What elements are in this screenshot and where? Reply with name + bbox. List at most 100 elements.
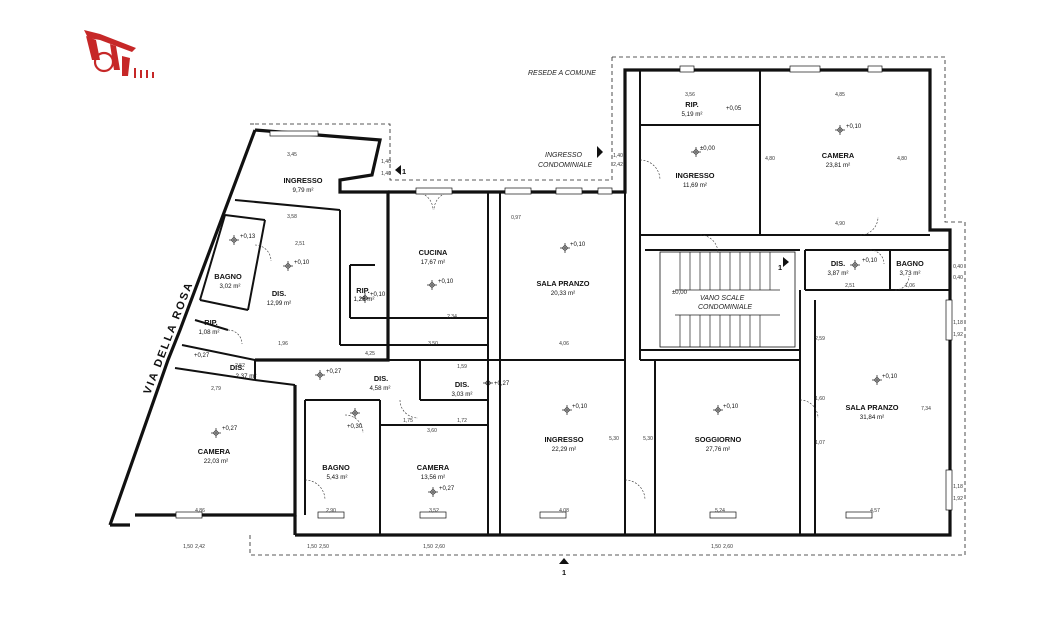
room-area: 3,02 m²: [220, 283, 241, 290]
room-area: 22,03 m²: [204, 458, 228, 465]
room-area: 31,84 m²: [860, 414, 884, 421]
svg-text:+0,10: +0,10: [570, 242, 586, 248]
room-area: 5,19 m²: [682, 111, 703, 118]
svg-text:1: 1: [402, 167, 406, 176]
svg-text:±0,00: ±0,00: [672, 290, 688, 296]
svg-text:1,50: 1,50: [307, 544, 317, 550]
svg-text:+0,10: +0,10: [882, 374, 898, 380]
svg-text:2,90: 2,90: [326, 508, 336, 514]
windows: [175, 65, 953, 519]
svg-text:1,96: 1,96: [278, 341, 288, 347]
room-area: 27,76 m²: [706, 446, 730, 453]
room-name: CUCINA: [419, 248, 448, 257]
room-name: SALA PRANZO: [845, 403, 898, 412]
svg-text:+0,10: +0,10: [723, 404, 739, 410]
note-vano-scale-1: VANO SCALE: [700, 295, 745, 302]
room-area: 3,73 m²: [900, 270, 921, 277]
room-area: 22,29 m²: [552, 446, 576, 453]
svg-text:+0,27: +0,27: [494, 381, 510, 387]
room-name: DIS.: [831, 259, 845, 268]
svg-text:0,97: 0,97: [511, 215, 521, 221]
street-name: VIA DELLA ROSA: [142, 280, 196, 396]
svg-text:1,60: 1,60: [815, 396, 825, 402]
svg-text:2,42: 2,42: [613, 162, 623, 168]
svg-text:4,80: 4,80: [765, 156, 775, 162]
entrance-arrow: [597, 146, 603, 158]
section-marker-north: 1: [395, 165, 406, 176]
svg-text:1: 1: [562, 568, 566, 577]
svg-text:7,34: 7,34: [921, 406, 931, 412]
svg-text:5,30: 5,30: [643, 436, 653, 442]
svg-text:1,07: 1,07: [815, 440, 825, 446]
svg-text:5,30: 5,30: [609, 436, 619, 442]
svg-text:+0,27: +0,27: [194, 353, 210, 359]
svg-text:2,42: 2,42: [195, 544, 205, 550]
svg-text:2,52: 2,52: [235, 363, 245, 369]
svg-text:1,59: 1,59: [457, 364, 467, 370]
room-area: 20,33 m²: [551, 290, 575, 297]
room-area: 13,56 m²: [421, 474, 445, 481]
room-name: SOGGIORNO: [695, 435, 742, 444]
room-area: 9,79 m²: [293, 187, 314, 194]
svg-text:+0,10: +0,10: [862, 258, 878, 264]
room-area: 2,37 m²: [236, 373, 257, 380]
svg-text:+0,10: +0,10: [294, 260, 310, 266]
room-name: DIS.: [230, 363, 244, 372]
room-name: SALA PRANZO: [536, 279, 589, 288]
room-name: DIS.: [455, 380, 469, 389]
svg-text:±0,00: ±0,00: [700, 146, 716, 152]
room-name: RIP.: [204, 318, 217, 327]
svg-text:1,40: 1,40: [381, 159, 391, 165]
level-values: +0,13 +0,10 +0,27 +0,27 +0,10 +0,27 +0,2…: [194, 106, 898, 492]
svg-text:2,34: 2,34: [447, 314, 457, 320]
room-name: RIP.: [356, 286, 369, 295]
note-resede: RESEDE A COMUNE: [528, 70, 596, 77]
svg-text:2,60: 2,60: [435, 544, 445, 550]
svg-text:3,52: 3,52: [429, 508, 439, 514]
room-area: 5,43 m²: [327, 474, 348, 481]
logo: [84, 30, 154, 78]
room-name: BAGNO: [214, 272, 242, 281]
svg-text:+0,30: +0,30: [347, 424, 363, 430]
room-name: INGRESSO: [675, 171, 714, 180]
room-name: DIS.: [374, 374, 388, 383]
svg-text:+0,10: +0,10: [846, 124, 862, 130]
room-area: 17,67 m²: [421, 259, 445, 266]
svg-text:3,45: 3,45: [287, 152, 297, 158]
svg-text:5,24: 5,24: [715, 508, 725, 514]
section-marker-south: 1: [559, 558, 569, 577]
dimension-labels: 3,45 3,58 2,51 2,52 1,96 2,79 4,86 3,50 …: [183, 92, 963, 550]
svg-text:3,56: 3,56: [685, 92, 695, 98]
svg-text:2,51: 2,51: [845, 283, 855, 289]
svg-text:1,40: 1,40: [381, 171, 391, 177]
svg-text:1,72: 1,72: [457, 418, 467, 424]
svg-text:3,58: 3,58: [287, 214, 297, 220]
level-symbols: [211, 125, 882, 497]
section-marker-east: 1: [778, 257, 789, 272]
svg-text:0,40: 0,40: [953, 264, 963, 270]
svg-text:+0,13: +0,13: [240, 234, 256, 240]
svg-text:0,40: 0,40: [953, 275, 963, 281]
note-vano-scale-2: CONDOMINIALE: [698, 304, 752, 311]
svg-text:4,85: 4,85: [835, 92, 845, 98]
room-area: 1,08 m²: [199, 329, 220, 336]
room-area: 12,99 m²: [267, 300, 291, 307]
door-swings: [227, 159, 910, 501]
svg-text:4,90: 4,90: [835, 221, 845, 227]
room-name: CAMERA: [417, 463, 450, 472]
room-area: 4,58 m²: [370, 385, 391, 392]
svg-text:1: 1: [778, 263, 782, 272]
svg-text:+0,27: +0,27: [222, 426, 238, 432]
svg-text:1,92: 1,92: [953, 332, 963, 338]
room-name: DIS.: [272, 289, 286, 298]
property-boundary: [249, 56, 966, 556]
svg-text:4,25: 4,25: [365, 351, 375, 357]
svg-text:+0,10: +0,10: [438, 279, 454, 285]
svg-text:2,60: 2,60: [723, 544, 733, 550]
room-name: BAGNO: [322, 463, 350, 472]
svg-text:+0,10: +0,10: [572, 404, 588, 410]
exterior-walls: [108, 68, 952, 537]
svg-text:1,06: 1,06: [905, 283, 915, 289]
room-name: INGRESSO: [544, 435, 583, 444]
svg-text:1,50: 1,50: [183, 544, 193, 550]
